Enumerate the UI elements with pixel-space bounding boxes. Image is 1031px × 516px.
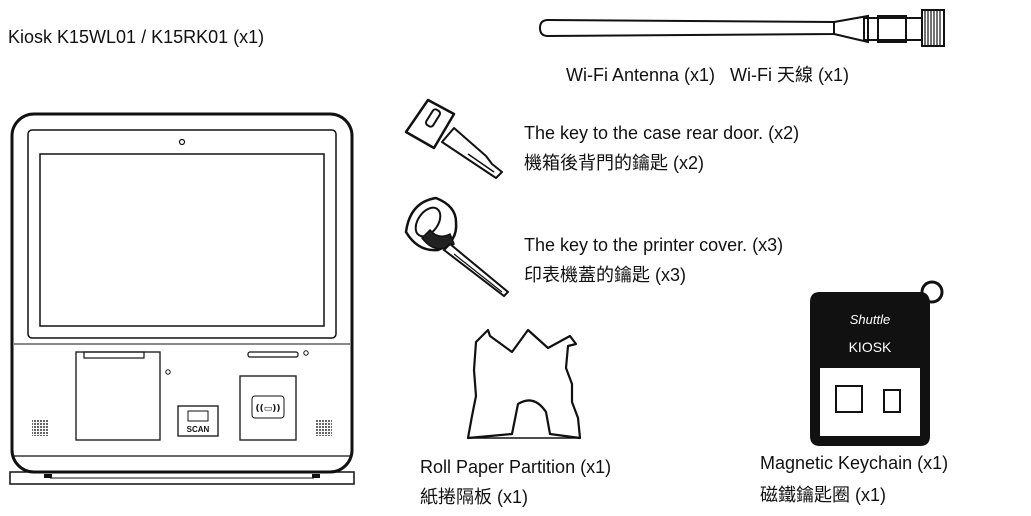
antenna-icon [538, 9, 945, 47]
kiosk-body [10, 112, 354, 474]
rear-key-icon [404, 98, 503, 179]
kiosk-nfc-reader [239, 375, 297, 441]
kiosk-label: Kiosk K15WL01 / K15RK01 (x1) [8, 27, 265, 47]
kiosk-illustration: SCAN ((▭)) [9, 112, 355, 485]
kiosk-base [9, 471, 355, 485]
partition-label-zh: 紙捲隔板 (x1) [420, 487, 528, 507]
rear-key-label-zh: 機箱後背門的鑰匙 (x2) [524, 153, 704, 173]
printer-key-label-en: The key to the printer cover. (x3) [524, 235, 784, 255]
kiosk-speaker-left [32, 420, 48, 436]
printer-key-label-zh: 印表機蓋的鑰匙 (x3) [524, 265, 686, 285]
partition-icon [466, 328, 582, 440]
kiosk-scanner [177, 405, 219, 437]
kiosk-printer-slot [83, 351, 145, 359]
partition-label-en: Roll Paper Partition (x1) [420, 457, 612, 477]
kiosk-speaker-right [316, 420, 332, 436]
kiosk-screen [39, 153, 325, 327]
kiosk-scan-text: SCAN [187, 425, 210, 434]
keychain-icon: Shuttle KIOSK [810, 280, 944, 446]
kiosk-printer-door [75, 351, 161, 441]
rear-key-label-en: The key to the case rear door. (x2) [524, 123, 800, 143]
kiosk-nfc-text: ((▭)) [256, 404, 281, 414]
printer-key-icon [404, 196, 510, 298]
kiosk-camera [178, 138, 186, 146]
kiosk-bezel [27, 129, 337, 339]
kiosk-card-slot [247, 351, 299, 358]
keychain-ring [920, 280, 944, 304]
keychain-brand: Shuttle [850, 312, 890, 327]
keychain-label-en: Magnetic Keychain (x1) [760, 453, 949, 473]
antenna-label: Wi-Fi Antenna (x1) Wi-Fi 天線 (x1) [566, 65, 850, 85]
keychain-label-zh: 磁鐵鑰匙圈 (x1) [760, 485, 886, 505]
keychain-product: KIOSK [849, 339, 892, 355]
